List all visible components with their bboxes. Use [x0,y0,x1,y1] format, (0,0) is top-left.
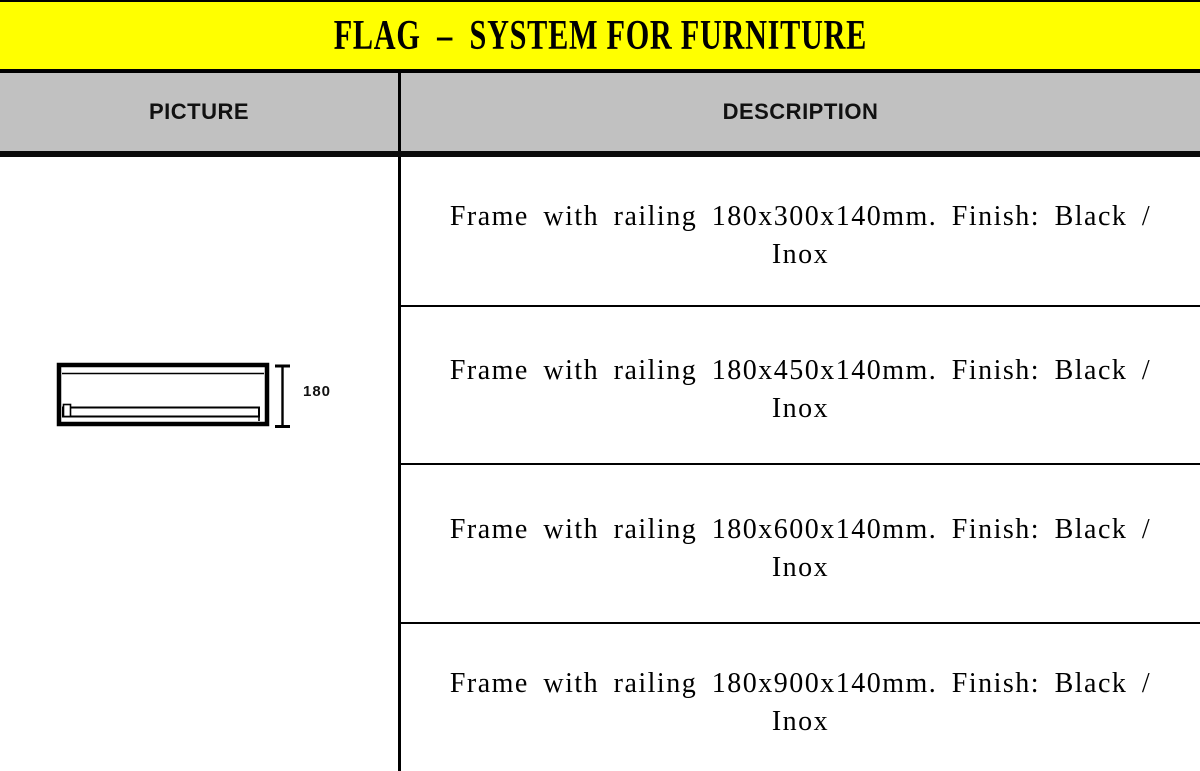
description-column: Frame with railing 180x300x140mm. Finish… [401,157,1200,771]
page-title: FLAG – SYSTEM FOR FURNITURE [333,12,867,59]
table-row: Frame with railing 180x900x140mm. Finish… [401,622,1200,771]
table-body: 180 Frame with railing 180x300x140mm. Fi… [0,157,1200,771]
title-banner: FLAG – SYSTEM FOR FURNITURE [0,0,1200,73]
column-header-picture: PICTURE [0,73,401,151]
railing-left-bracket [62,403,72,418]
railing-bar [62,406,260,418]
table-row: Frame with railing 180x600x140mm. Finish… [401,463,1200,622]
picture-cell: 180 [0,157,401,771]
table-row: Frame with railing 180x300x140mm. Finish… [449,201,1152,270]
column-header-description: DESCRIPTION [722,99,879,124]
table-header-row: PICTURE DESCRIPTION [0,73,1200,157]
frame-technical-drawing [56,362,290,428]
table-row: Frame with railing 180x450x140mm. Finish… [401,305,1200,463]
dimension-label: 180 [303,383,332,400]
